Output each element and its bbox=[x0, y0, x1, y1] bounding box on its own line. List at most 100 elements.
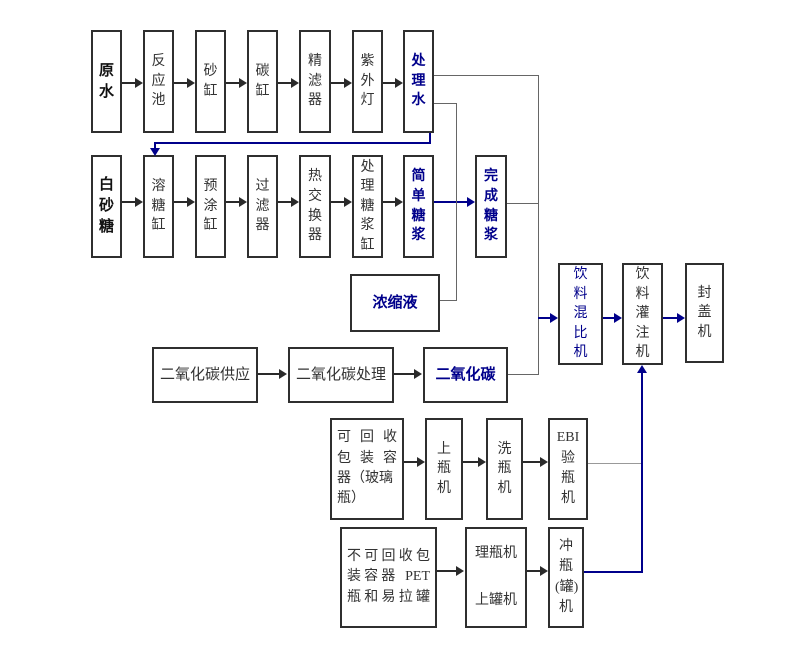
node-uv-lamp: 紫外灯 bbox=[352, 30, 383, 133]
connector-treated-water-down bbox=[429, 133, 431, 144]
node-label: 过滤器 bbox=[255, 179, 270, 234]
node-label: 浓缩液 bbox=[372, 294, 418, 311]
node-label-line: 瓶） bbox=[337, 491, 365, 507]
arrowhead bbox=[344, 78, 352, 88]
arrow-white-sugar-to-dissolving-tank bbox=[122, 201, 136, 203]
node-carbon-tank: 碳缸 bbox=[247, 30, 278, 133]
arrow-simple-syrup-to-finished-syrup bbox=[434, 201, 468, 203]
arrowhead-into-dissolving-tank bbox=[150, 148, 160, 156]
node-label-line: 可回收 bbox=[337, 430, 397, 446]
arrow-reaction-pool-to-sand-tank bbox=[174, 82, 188, 84]
node-label-line: 瓶和易拉罐 bbox=[347, 589, 430, 605]
node-label: 紫外灯 bbox=[360, 54, 375, 109]
node-label-line: 理瓶机 bbox=[475, 546, 517, 562]
node-heat-exchanger: 热交换器 bbox=[299, 155, 331, 258]
node-label: 原水 bbox=[98, 62, 114, 100]
connector-co2-to-bus bbox=[508, 374, 539, 375]
arrowhead bbox=[187, 78, 195, 88]
node-co2: 二氧化碳 bbox=[423, 347, 508, 403]
arrow-filler-to-capper bbox=[663, 317, 678, 319]
node-label: 二氧化碳处理 bbox=[295, 366, 386, 383]
arrowhead-into-filler bbox=[637, 365, 647, 373]
arrow-co2-supply-to-treatment bbox=[258, 373, 280, 375]
arrow-dissolving-tank-to-precoat-tank bbox=[174, 201, 188, 203]
connector-treated-water-to-dissolving-tank bbox=[154, 142, 431, 144]
node-bottle-can-organizer: 理瓶机 上罐机 bbox=[465, 527, 527, 628]
arrowhead bbox=[279, 369, 287, 379]
arrow-uv-lamp-to-treated-water bbox=[383, 82, 396, 84]
node-co2-treatment: 二氧化碳处理 bbox=[288, 347, 394, 403]
node-label-line: 机 bbox=[559, 599, 573, 615]
arrow-nonrecyclable-to-organizer bbox=[437, 570, 457, 572]
arrow-syrup-tank-to-simple-syrup bbox=[383, 201, 396, 203]
node-label: 白砂糖 bbox=[98, 177, 114, 235]
connector-treated-water-right-top bbox=[434, 75, 539, 76]
node-label-line: 验 bbox=[561, 450, 575, 466]
node-simple-syrup: 简单糖浆 bbox=[403, 155, 434, 258]
arrowhead bbox=[550, 313, 558, 323]
node-label: 封盖机 bbox=[697, 285, 712, 340]
arrow-washer-to-ebi bbox=[523, 461, 541, 463]
node-label: 处理水 bbox=[411, 54, 426, 109]
arrow-fine-filter-to-uv-lamp bbox=[331, 82, 345, 84]
connector-finished-syrup-to-bus bbox=[507, 203, 539, 204]
connector-rinser-to-filler-riser bbox=[584, 571, 643, 573]
arrow-organizer-to-rinser bbox=[527, 570, 541, 572]
node-sand-tank: 砂缸 bbox=[195, 30, 226, 133]
node-rinser: 冲 瓶 (罐) 机 bbox=[548, 527, 584, 628]
node-recyclable-container: 可回收 包装容 器（玻璃 瓶） bbox=[330, 418, 404, 520]
arrow-bus-to-mixer bbox=[538, 317, 551, 319]
node-sugar-dissolving-tank: 溶糖缸 bbox=[143, 155, 174, 258]
arrowhead bbox=[395, 197, 403, 207]
arrowhead bbox=[467, 197, 475, 207]
node-label-line: 上罐机 bbox=[475, 592, 517, 608]
node-ebi-inspector: EBI 验 瓶 机 bbox=[548, 418, 588, 520]
node-precoat-tank: 预涂缸 bbox=[195, 155, 226, 258]
arrowhead bbox=[478, 457, 486, 467]
node-bottle-washer: 洗瓶机 bbox=[486, 418, 523, 520]
node-label: 饮料混比机 bbox=[573, 267, 588, 361]
node-label: 溶糖缸 bbox=[151, 179, 166, 234]
node-capper: 封盖机 bbox=[685, 263, 724, 363]
node-label: 二氧化碳 bbox=[435, 366, 496, 383]
node-label-line: (罐) bbox=[555, 579, 579, 595]
node-label: 二氧化碳供应 bbox=[159, 366, 250, 383]
arrowhead bbox=[456, 566, 464, 576]
arrow-filter-to-heat-exchanger bbox=[278, 201, 292, 203]
node-label: 砂缸 bbox=[203, 63, 218, 99]
node-label-line: 包装容 bbox=[337, 450, 397, 466]
arrowhead bbox=[291, 78, 299, 88]
arrowhead bbox=[395, 78, 403, 88]
arrowhead bbox=[414, 369, 422, 379]
arrowhead bbox=[540, 457, 548, 467]
node-label: 碳缸 bbox=[255, 63, 270, 99]
arrowhead bbox=[344, 197, 352, 207]
connector-riser-vertical bbox=[641, 372, 643, 573]
node-label-line: 不可回收包 bbox=[347, 549, 430, 565]
arrow-co2-treatment-to-co2 bbox=[394, 373, 415, 375]
node-label-line: EBI bbox=[556, 430, 580, 446]
node-label: 上瓶机 bbox=[436, 441, 451, 496]
connector-to-concentrate-horizontal bbox=[440, 300, 457, 301]
connector-to-concentrate-vertical bbox=[456, 103, 457, 301]
arrowhead bbox=[677, 313, 685, 323]
arrow-loader-to-washer bbox=[463, 461, 479, 463]
node-label: 精滤器 bbox=[307, 54, 322, 109]
node-label-line: 器（玻璃 bbox=[337, 471, 393, 486]
arrowhead bbox=[417, 457, 425, 467]
arrowhead bbox=[135, 197, 143, 207]
node-fine-filter: 精滤器 bbox=[299, 30, 331, 133]
node-label: 热交换器 bbox=[307, 169, 322, 244]
node-label: 反应池 bbox=[151, 54, 166, 109]
node-filter: 过滤器 bbox=[247, 155, 278, 258]
connector-ebi-to-filler-riser bbox=[588, 463, 643, 464]
arrow-heat-exchanger-to-syrup-tank bbox=[331, 201, 345, 203]
arrowhead bbox=[239, 78, 247, 88]
connector-main-vertical-bus bbox=[538, 75, 539, 375]
arrowhead bbox=[614, 313, 622, 323]
node-syrup-treatment-tank: 处理糖浆缸 bbox=[352, 155, 383, 258]
node-white-sugar: 白砂糖 bbox=[91, 155, 122, 258]
arrow-precoat-tank-to-filter bbox=[226, 201, 240, 203]
node-label: 处理糖浆缸 bbox=[360, 159, 375, 253]
